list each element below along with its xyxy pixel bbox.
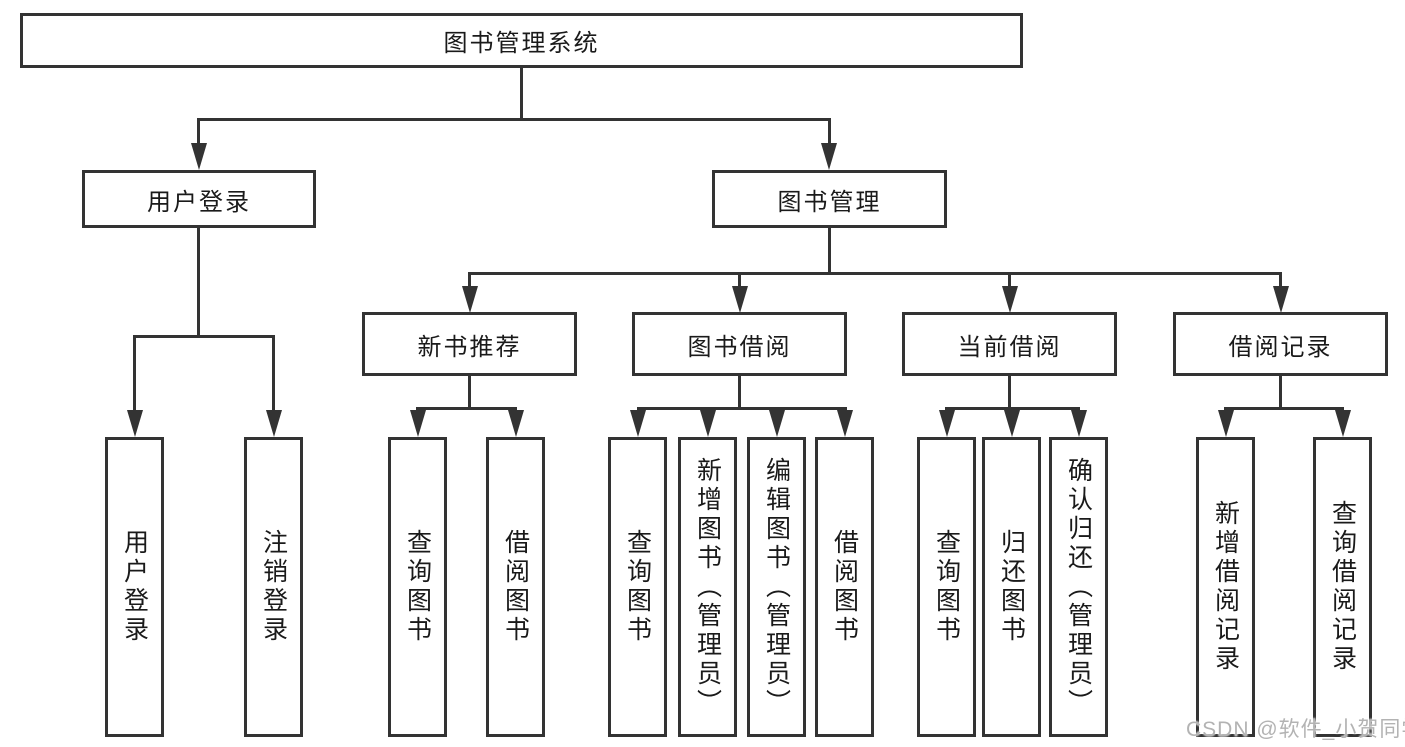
- connector-leaf-drop: [272, 335, 275, 411]
- arrow-down-icon: [191, 143, 207, 170]
- leaf-add-borrow-record: 新增借阅记录: [1196, 437, 1255, 737]
- leaf-return-books: 归还图书: [982, 437, 1041, 737]
- arrow-down-icon: [821, 143, 837, 170]
- connector-recommend-stem: [468, 376, 471, 407]
- arrow-down-icon: [837, 410, 853, 437]
- arrow-down-icon: [1273, 286, 1289, 313]
- arrow-down-icon: [1002, 286, 1018, 313]
- connector-user-login-hline: [133, 335, 275, 338]
- node-book-borrowing: 图书借阅: [632, 312, 847, 376]
- connector-root-stem: [520, 68, 523, 118]
- arrow-down-icon: [732, 286, 748, 313]
- leaf-query-borrow-record: 查询借阅记录: [1313, 437, 1372, 737]
- arrow-down-icon: [939, 410, 955, 437]
- arrow-down-icon: [1004, 410, 1020, 437]
- node-library-system: 图书管理系统: [20, 13, 1023, 68]
- arrow-down-icon: [410, 410, 426, 437]
- connector-recommend-hline: [416, 407, 517, 410]
- arrow-down-icon: [700, 410, 716, 437]
- connector-records-hline: [1224, 407, 1344, 410]
- node-current-borrowing: 当前借阅: [902, 312, 1117, 376]
- leaf-logout: 注销登录: [244, 437, 303, 737]
- arrow-down-icon: [769, 410, 785, 437]
- leaf-confirm-return-admin: 确认归还（管理员）: [1049, 437, 1108, 737]
- connector-book-mgmt-hline: [468, 272, 1282, 275]
- connector-user-login-drop: [197, 118, 200, 145]
- arrow-down-icon: [1218, 410, 1234, 437]
- arrow-down-icon: [266, 410, 282, 437]
- connector-leaf-drop: [133, 335, 136, 411]
- leaf-query-books-recommend: 查询图书: [388, 437, 447, 737]
- leaf-borrow-books-recommend: 借阅图书: [486, 437, 545, 737]
- node-borrowing-records: 借阅记录: [1173, 312, 1388, 376]
- csdn-watermark: CSDN @软件_小贺同学: [1186, 718, 1405, 741]
- connector-level3-drop: [1279, 272, 1282, 286]
- connector-borrowing-hline: [637, 407, 846, 410]
- connector-root-hline: [197, 118, 831, 121]
- arrow-down-icon: [630, 410, 646, 437]
- arrow-down-icon: [462, 286, 478, 313]
- node-book-management: 图书管理: [712, 170, 947, 228]
- arrow-down-icon: [508, 410, 524, 437]
- connector-book-mgmt-stem: [828, 228, 831, 272]
- connector-records-stem: [1279, 376, 1282, 407]
- connector-user-login-stem: [197, 228, 200, 335]
- node-user-login: 用户登录: [82, 170, 316, 228]
- node-new-book-recommendation: 新书推荐: [362, 312, 577, 376]
- connector-book-mgmt-drop: [828, 118, 831, 145]
- connector-current-stem: [1008, 376, 1011, 407]
- leaf-user-login: 用户登录: [105, 437, 164, 737]
- connector-level3-drop: [738, 272, 741, 286]
- leaf-edit-books-admin: 编辑图书（管理员）: [747, 437, 806, 737]
- leaf-query-books-current: 查询图书: [917, 437, 976, 737]
- leaf-query-books-borrowing: 查询图书: [608, 437, 667, 737]
- arrow-down-icon: [1335, 410, 1351, 437]
- connector-level3-drop: [468, 272, 471, 286]
- arrow-down-icon: [127, 410, 143, 437]
- leaf-add-books-admin: 新增图书（管理员）: [678, 437, 737, 737]
- connector-level3-drop: [1008, 272, 1011, 286]
- leaf-borrow-books-borrowing: 借阅图书: [815, 437, 874, 737]
- connector-borrowing-stem: [738, 376, 741, 407]
- arrow-down-icon: [1071, 410, 1087, 437]
